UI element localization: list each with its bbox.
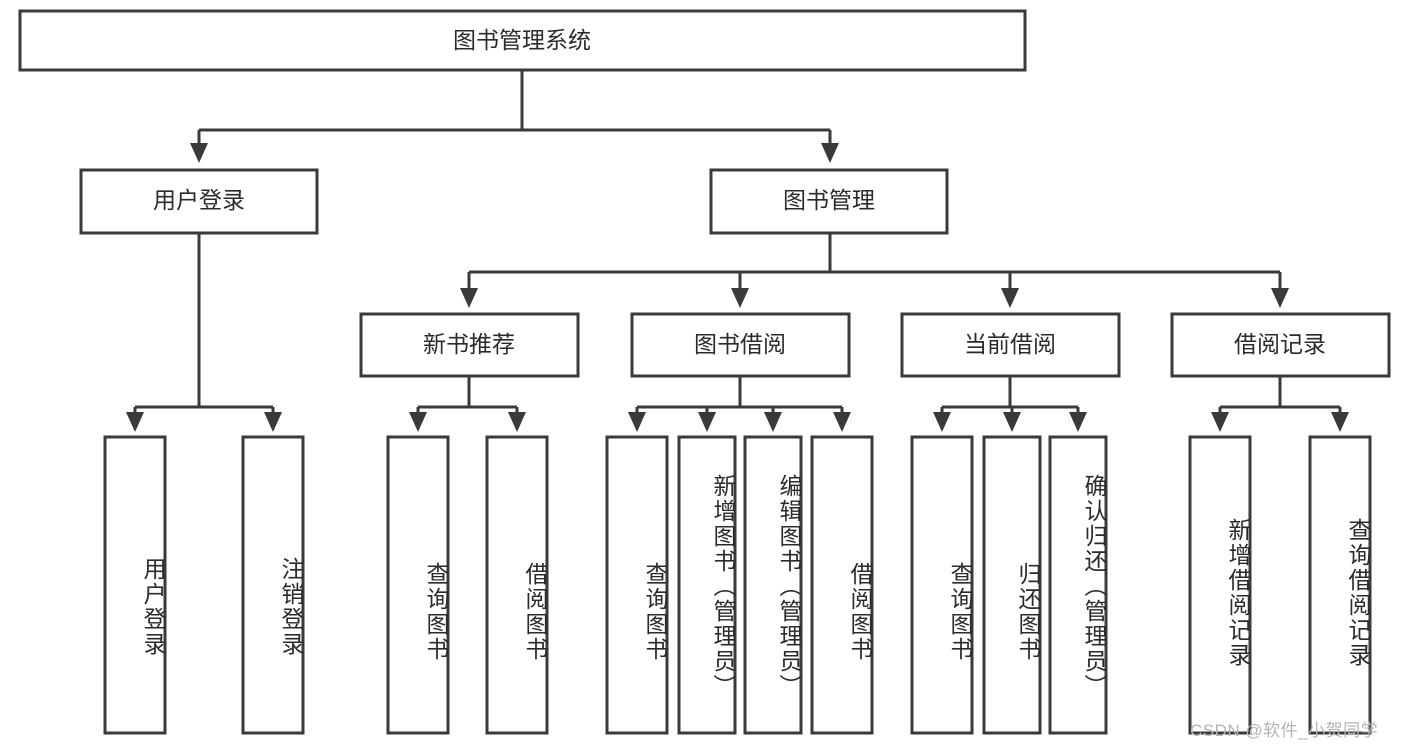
leaf-box-logout-login[interactable] [241,435,305,735]
leaf-box-add-book-admin[interactable] [677,435,737,735]
arrowhead-br-query [1331,412,1349,432]
csdn-watermark: CSDN @软件_小贺同学 [1190,721,1379,740]
node-new-book-recommend-box[interactable] [359,312,580,378]
leaf-box-edit-book-admin[interactable] [743,435,803,735]
node-user-login-box[interactable] [79,168,319,235]
arrowhead-bb-add [698,412,716,432]
leaf-box-add-borrow-record[interactable] [1188,435,1252,735]
node-current-borrow-box[interactable] [900,312,1121,378]
leaf-box-query-book-1[interactable] [386,435,450,735]
leaf-box-query-book-2[interactable] [605,435,669,735]
leaf-box-return-book[interactable] [982,435,1042,735]
node-root-label: 图书管理系统 [453,27,591,53]
arrowhead-bb-query [628,412,646,432]
arrowhead-bb-borrow [833,412,851,432]
leaf-box-user-login[interactable] [103,435,167,735]
node-book-management-box[interactable] [709,168,949,235]
node-book-borrow-label: 图书借阅 [694,331,786,357]
node-borrow-record[interactable]: 借阅记录 [1170,312,1391,378]
arrowhead-cb-return [1003,412,1021,432]
node-root[interactable]: 图书管理系统 [18,9,1027,72]
node-user-login-label: 用户登录 [153,187,245,213]
arrowhead-book-manage [821,143,839,163]
node-new-book-recommend-label: 新书推荐 [423,331,515,357]
node-current-borrow-label: 当前借阅 [964,331,1056,357]
arrowhead-book-borrow [731,288,749,308]
arrowhead-leaf-logout-login [264,412,282,432]
node-book-management[interactable]: 图书管理 [709,168,949,235]
arrowhead-new-book-rec [460,288,478,308]
arrowhead-newbook-query [409,412,427,432]
leaf-box-confirm-return-admin[interactable] [1048,435,1108,735]
node-borrow-record-label: 借阅记录 [1234,331,1326,357]
leaf-box-query-borrow-record[interactable] [1308,435,1372,735]
arrowhead-br-add [1211,412,1229,432]
node-new-book-recommend[interactable]: 新书推荐 [359,312,580,378]
connector-layer [126,70,1349,432]
node-book-borrow-box[interactable] [630,312,851,378]
node-root-box[interactable] [18,9,1027,72]
arrowhead-newbook-borrow [508,412,526,432]
arrowhead-borrow-record [1271,288,1289,308]
node-user-login[interactable]: 用户登录 [79,168,319,235]
arrowhead-user-login [190,143,208,163]
node-borrow-record-box[interactable] [1170,312,1391,378]
arrowhead-leaf-user-login [126,412,144,432]
arrowhead-bb-edit [764,412,782,432]
leaf-box-layer [103,435,1372,735]
arrowhead-cb-confirm [1069,412,1087,432]
node-book-management-label: 图书管理 [783,187,875,213]
leaf-box-borrow-book-1[interactable] [485,435,549,735]
leaf-box-query-book-3[interactable] [910,435,974,735]
leaf-box-borrow-book-2[interactable] [810,435,874,735]
arrowhead-cb-query [933,412,951,432]
node-current-borrow[interactable]: 当前借阅 [900,312,1121,378]
arrowhead-current-borrow [1001,288,1019,308]
node-book-borrow[interactable]: 图书借阅 [630,312,851,378]
